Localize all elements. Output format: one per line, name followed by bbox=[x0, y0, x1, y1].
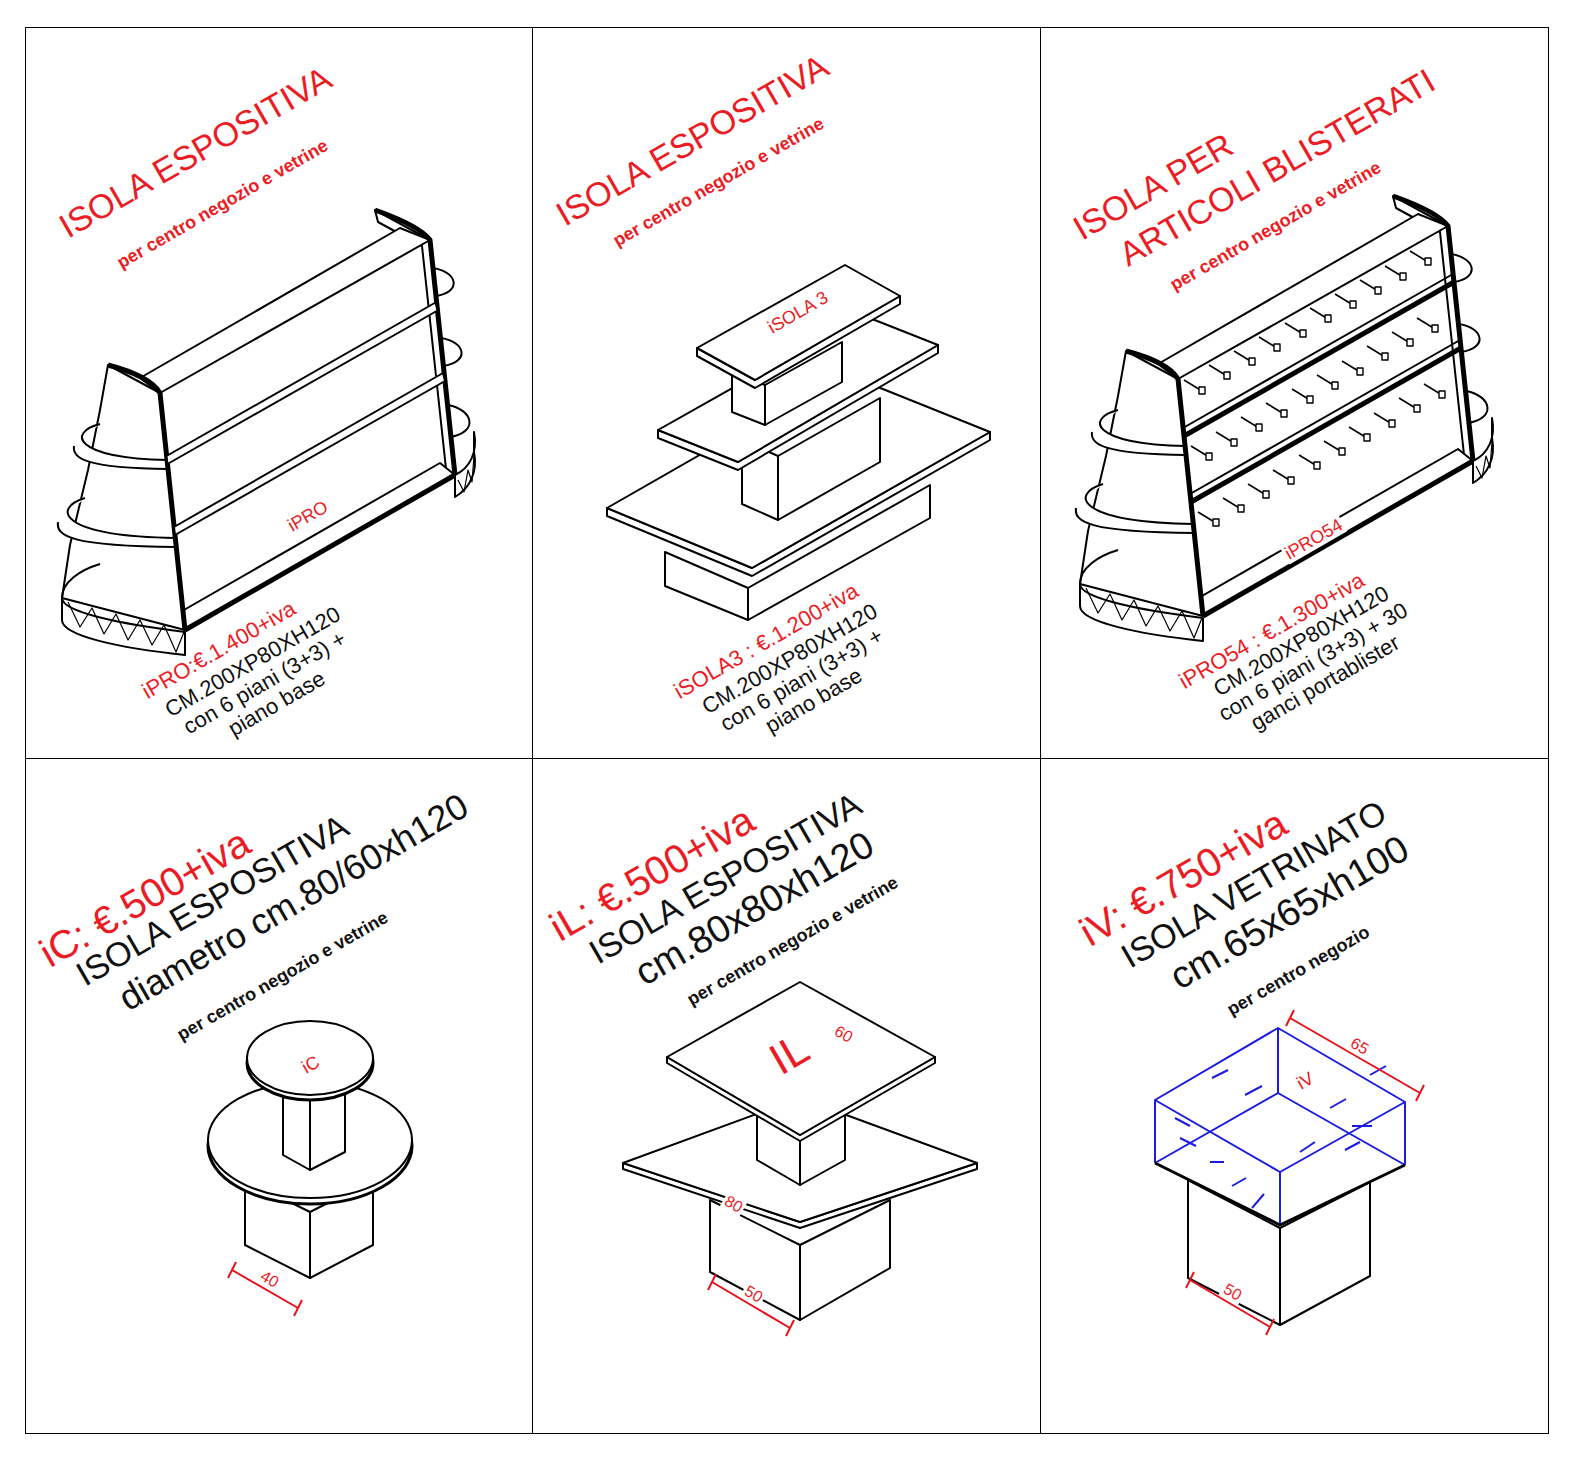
dimension-lines bbox=[228, 1010, 1424, 1336]
product-panel: iV: €.750+ivaISOLA VETRINATOcm.65x65xh10… bbox=[1040, 758, 1549, 1434]
product-panel: ISOLA ESPOSITIVAper centro negozio e vet… bbox=[25, 27, 533, 759]
ic-round-table bbox=[208, 1021, 412, 1278]
ipro-shelving bbox=[58, 210, 475, 655]
isola3-tiered-table bbox=[607, 265, 990, 620]
dimension-label: 40 bbox=[256, 1267, 283, 1292]
part-label: iV bbox=[1292, 1068, 1319, 1094]
product-panel: ISOLA ESPOSITIVAper centro negozio e vet… bbox=[532, 27, 1041, 759]
product-panel: ISOLA PERARTICOLI BLISTERATIper centro n… bbox=[1040, 27, 1549, 759]
product-panel: iL: €.500+ivaISOLA ESPOSITIVAcm.80x80xh1… bbox=[532, 758, 1041, 1434]
il-square-table bbox=[623, 982, 977, 1320]
product-panel: iC: €.500+ivaISOLA ESPOSITIVAdiametro cm… bbox=[25, 758, 533, 1434]
dimension-label: 65 bbox=[1346, 1034, 1373, 1059]
